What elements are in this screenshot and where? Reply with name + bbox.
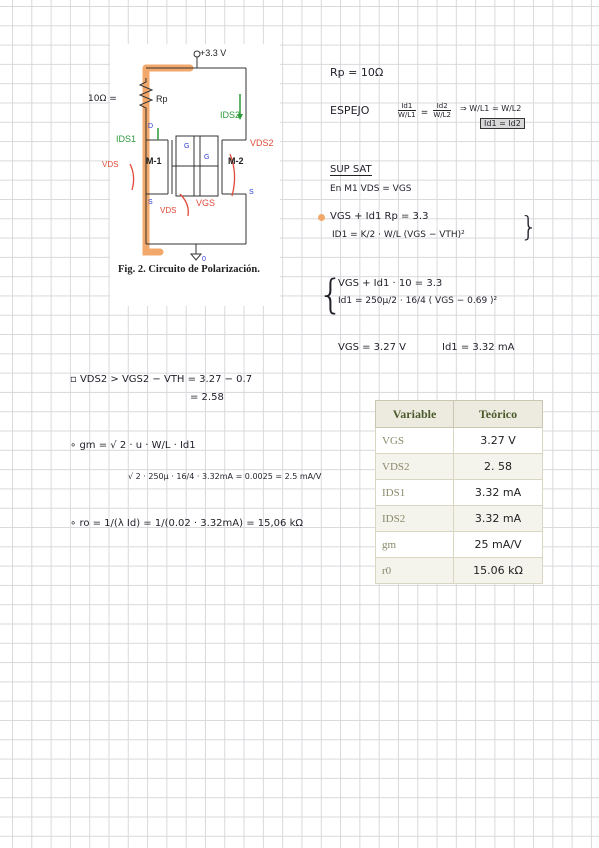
supply-label: +3.3 V [200, 48, 227, 58]
eq1b: ID1 = K/2 · W/L (VGS − VTH)² [332, 230, 465, 240]
var-cell: gm [375, 531, 454, 558]
svg-text:D: D [148, 123, 153, 130]
rp-line: Rp = 10Ω [330, 66, 384, 79]
vds2-result: = 2.58 [190, 392, 224, 403]
value-cell: 25 mA/V [453, 531, 543, 558]
en-m1-line: En M1 VDS = VGS [330, 184, 412, 194]
value-cell: 15.06 kΩ [453, 557, 543, 584]
circuit-figure: D S G G S 0 +3.3 V Rp 10Ω = IDS1 IDS2 VD… [88, 44, 280, 306]
value-cell: 3.32 mA [453, 479, 543, 506]
var-cell: VGS [375, 427, 454, 454]
frac2-num: Id2 [433, 102, 452, 111]
vds2-calc: ▫ VDS2 > VGS2 − VTH = 3.27 − 0.7 [70, 374, 253, 385]
espejo-label: ESPEJO [330, 104, 370, 117]
value-cell: 3.27 V [453, 427, 543, 454]
vds2-label: VDS2 [250, 138, 274, 148]
var-cell: r0 [375, 557, 454, 584]
frac1-den: W/L1 [398, 111, 416, 119]
table-header-row: Variable Teórico [375, 400, 543, 428]
svg-text:G: G [184, 143, 189, 150]
var-cell: VDS2 [375, 453, 454, 480]
frac2-den: W/L2 [433, 111, 452, 119]
var-cell: IDS2 [375, 505, 454, 532]
eq2a: VGS + Id1 · 10 = 3.3 [338, 278, 443, 289]
brace-left: { [318, 272, 344, 318]
figure-caption: Fig. 2. Circuito de Polarización. [118, 264, 260, 275]
m2-label: M-2 [228, 156, 244, 166]
ids2-label: IDS2 [220, 110, 241, 120]
ids1-label: IDS1 [116, 134, 137, 144]
svg-text:S: S [148, 199, 153, 206]
espejo-result: Id1 = Id2 [480, 118, 525, 129]
brace-right: } [520, 210, 538, 243]
circuit-schematic: D S G G S 0 [129, 50, 254, 263]
vgs-label: VGS [196, 198, 216, 208]
sup-sat-heading: SUP SAT [330, 164, 372, 176]
frac1-num: Id1 [398, 102, 416, 111]
rp-label: Rp [156, 94, 168, 104]
svg-text:S: S [249, 189, 254, 196]
eq2b: Id1 = 250µ/2 · 16/4 ( VGS − 0.69 )² [338, 296, 498, 306]
eq1a: VGS + Id1 Rp = 3.3 [330, 211, 429, 222]
header-teorico: Teórico [453, 400, 543, 428]
svg-text:G: G [204, 154, 209, 161]
result-id: Id1 = 3.32 mA [442, 342, 515, 353]
m1-label: M-1 [146, 156, 162, 166]
header-variable: Variable [375, 400, 454, 428]
vds-hand-label: VDS [160, 206, 177, 215]
gm-calc: √ 2 · 250µ · 16/4 · 3.32mA = 0.0025 = 2.… [128, 472, 322, 481]
r-annotation: 10Ω = [88, 94, 117, 104]
gm-formula: ∘ gm = √ 2 · u · W/L · Id1 [70, 440, 196, 451]
espejo-implies: ⇒ W/L1 = W/L2 [460, 104, 522, 113]
ro-calc: ∘ ro = 1/(λ Id) = 1/(0.02 · 3.32mA) = 15… [70, 518, 304, 529]
svg-text:0: 0 [202, 256, 206, 263]
value-cell: 3.32 mA [453, 505, 543, 532]
bullet-dot [318, 214, 325, 221]
vds1-hand-label: VDS [102, 160, 119, 169]
var-cell: IDS1 [375, 479, 454, 506]
value-cell: 2. 58 [453, 453, 543, 480]
result-vgs: VGS = 3.27 V [338, 342, 406, 353]
